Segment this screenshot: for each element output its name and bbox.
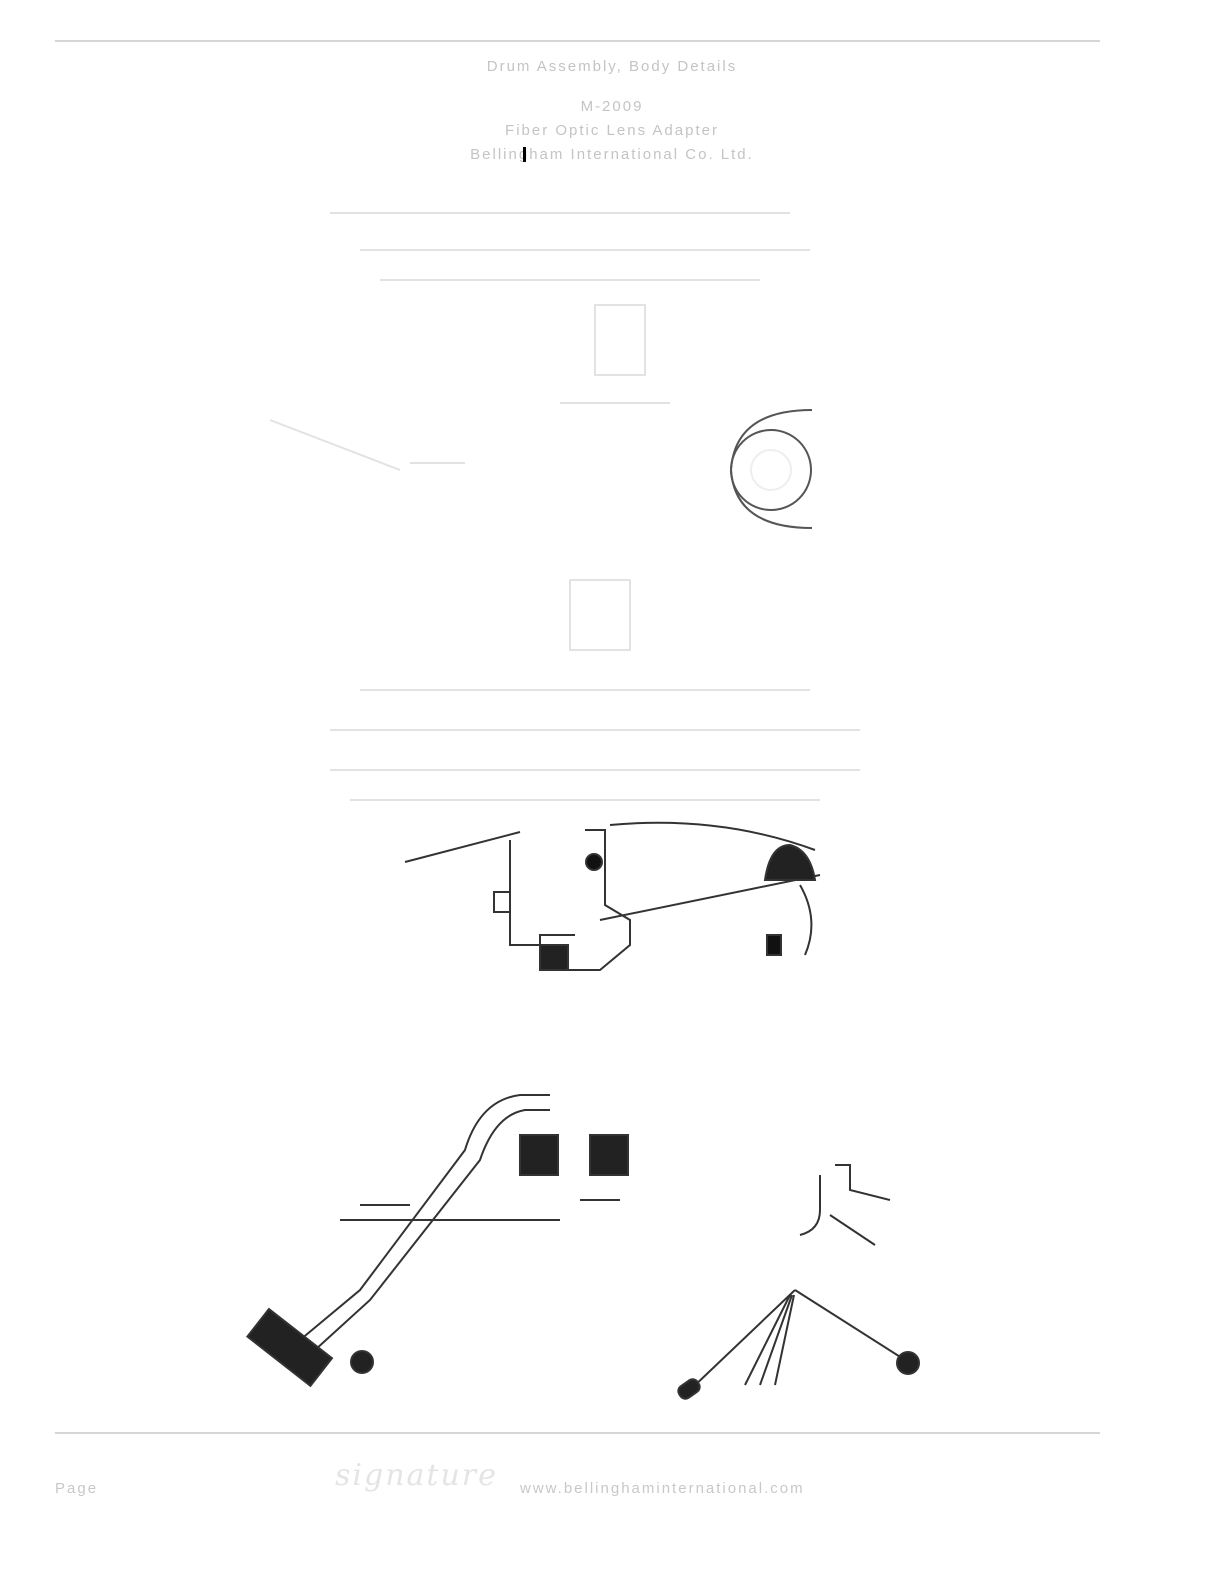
bottom-rule [55, 1432, 1100, 1434]
drum-assembly-detail [245, 821, 920, 1400]
document-subtitle: Fiber Optic Lens Adapter [505, 122, 719, 139]
text-cursor [523, 147, 526, 162]
company-name: Bellingham International Co. Ltd. [470, 146, 754, 163]
lens-circle-detail [729, 409, 813, 529]
website: www.bellinghaminternational.com [520, 1480, 805, 1497]
faded-upper-drawing [269, 212, 860, 801]
signature: signature [335, 1458, 498, 1493]
part-number: M-2009 [580, 98, 644, 115]
top-rule [55, 40, 1100, 42]
document-title: Drum Assembly, Body Details [486, 58, 738, 75]
page-label: Page [55, 1480, 99, 1497]
